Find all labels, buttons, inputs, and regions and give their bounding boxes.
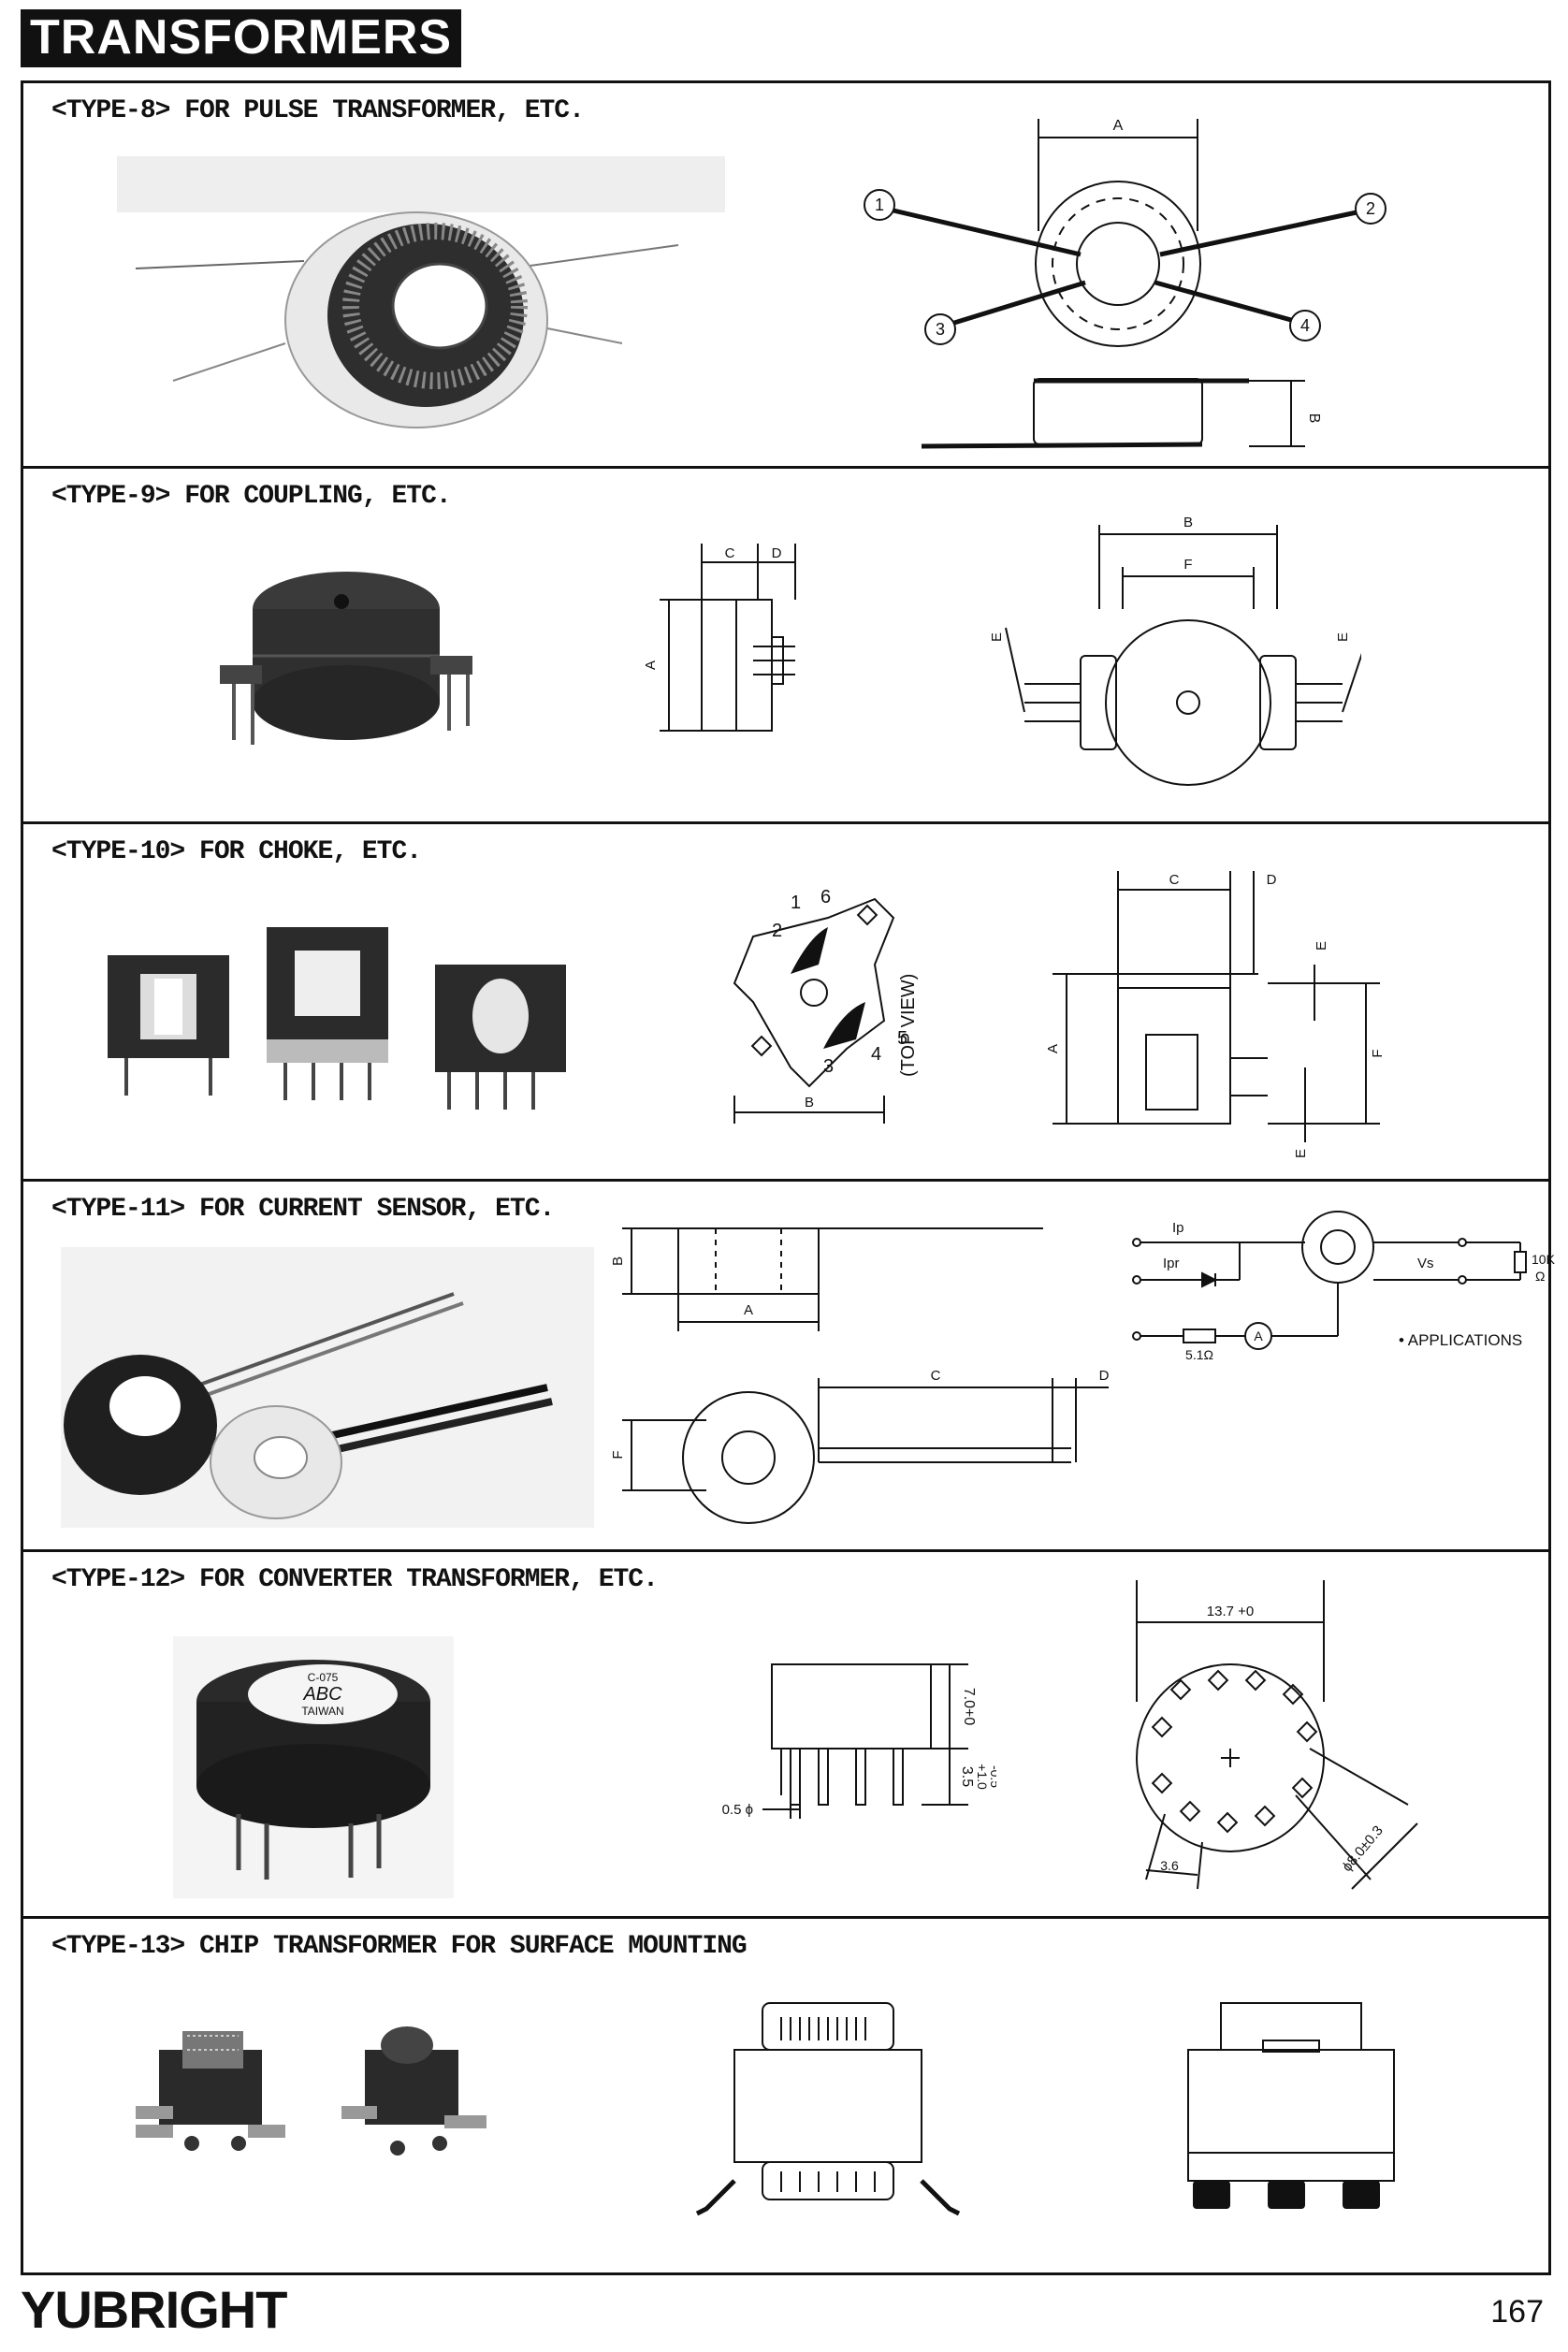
toroid-dimension-drawing: A B 1 2 3 4 — [837, 100, 1511, 465]
pin-2-label: 2 — [1366, 199, 1375, 218]
dim-c-label: C — [725, 545, 735, 561]
coupling-transformer-photo — [201, 544, 501, 768]
coupling-side-drawing: C D A — [613, 544, 828, 787]
circuit-vs-label: Vs — [1417, 1256, 1434, 1271]
page-title: TRANSFORMERS — [21, 9, 462, 67]
dim-c-label: C — [1169, 872, 1180, 888]
pitch-dim-label: 3.6 — [1160, 1858, 1179, 1873]
section-title: <TYPE-8> FOR PULSE TRANSFORMER, ETC. — [51, 96, 585, 125]
coupling-top-drawing: B F E E — [968, 506, 1361, 806]
dim-f-label: F — [1183, 557, 1192, 573]
dim-b-label: B — [805, 1095, 814, 1111]
section-title: <TYPE-9> FOR COUPLING, ETC. — [51, 482, 452, 511]
dim-b-label: B — [1183, 515, 1193, 530]
converter-transformer-photo: C-075 ABC TAIWAN — [173, 1636, 454, 1898]
pin-1-label: 1 — [875, 196, 884, 214]
section-type-11: <TYPE-11> FOR CURRENT SENSOR, ETC. — [23, 1182, 1556, 1552]
dim-a-label: A — [1113, 118, 1124, 134]
section-type-12: <TYPE-12> FOR CONVERTER TRANSFORMER, ETC… — [23, 1552, 1548, 1919]
section-title: <TYPE-10> FOR CHOKE, ETC. — [51, 837, 422, 866]
dim-f-label: F — [610, 1450, 626, 1459]
marking-line1: C-075 — [308, 1671, 339, 1684]
circuit-ohm-label: Ω — [1535, 1269, 1545, 1284]
pin-1-label: 1 — [791, 893, 801, 913]
dim-c-label: C — [931, 1368, 941, 1384]
circuit-load-label: 10K — [1532, 1252, 1556, 1267]
top-view-label: (TOP VIEW) — [898, 974, 919, 1077]
applications-label: • APPLICATIONS — [1399, 1331, 1522, 1349]
section-type-10: <TYPE-10> FOR CHOKE, ETC. — [23, 824, 1548, 1182]
brand-logo: YUBRIGHT — [21, 2280, 287, 2339]
choke-side-drawing: C D A E F E — [1034, 862, 1408, 1161]
ammeter-label: A — [1254, 1328, 1263, 1343]
current-sensor-application-circuit: Ip Ipr Vs 10K Ω 5.1Ω A • APPLICATIONS — [1109, 1210, 1558, 1378]
choke-top-view-drawing: 2 1 6 3 4 5 (TOP VIEW) B — [697, 862, 978, 1142]
width-dim-label: 13.7 +0 — [1207, 1604, 1254, 1619]
dim-b-label: B — [1306, 414, 1322, 424]
current-sensor-dimension-drawing: B A C D F — [603, 1210, 1165, 1546]
pin-5-label: 5 — [897, 1028, 907, 1049]
dim-e-bottom-label: E — [1293, 1149, 1309, 1158]
pin-tol-plus-label: +1.0 — [975, 1764, 990, 1790]
circuit-resistor-label: 5.1Ω — [1185, 1347, 1213, 1362]
pin-4-label: 4 — [871, 1044, 881, 1065]
catalog-frame: <TYPE-8> FOR PULSE TRANSFORMER, ETC. — [21, 80, 1556, 2278]
pin-3-label: 3 — [823, 1056, 834, 1077]
dim-d-label: D — [772, 545, 782, 561]
toroid-transformer-photo — [117, 156, 725, 456]
dim-a-label: A — [643, 661, 659, 670]
dim-e-top-label: E — [1314, 941, 1329, 951]
marking-line2: ABC — [302, 1684, 342, 1705]
dim-d-label: D — [1099, 1368, 1110, 1384]
converter-bottom-drawing: 13.7 +0 3.6 ϕ8.0±0.3 — [1109, 1571, 1464, 1908]
dim-e-right-label: E — [1335, 632, 1351, 642]
dim-e-left-label: E — [989, 632, 1005, 642]
circuit-ipr-label: Ipr — [1163, 1256, 1180, 1271]
section-type-13: <TYPE-13> CHIP TRANSFORMER FOR SURFACE M… — [23, 1919, 1548, 2278]
current-sensor-photo — [61, 1247, 594, 1528]
pin-3-label: 3 — [936, 320, 945, 339]
chip-transformer-photo — [117, 1994, 529, 2200]
chip-transformer-side-drawing — [678, 1994, 978, 2237]
pin-diameter-label: 0.5 ϕ — [722, 1802, 753, 1818]
dim-f-label: F — [1370, 1049, 1386, 1057]
circuit-ip-label: Ip — [1172, 1220, 1184, 1236]
section-title: <TYPE-13> CHIP TRANSFORMER FOR SURFACE M… — [51, 1932, 748, 1961]
converter-side-drawing: 7.0+0 3.5 +1.0 -0.5 0.5 ϕ — [697, 1655, 996, 1889]
height-dim-label: 7.0+0 — [961, 1688, 977, 1726]
pin-length-dim-label: 3.5 — [959, 1766, 975, 1787]
pcd-dim-label: ϕ8.0±0.3 — [1339, 1822, 1387, 1875]
pin-tol-minus-label: -0.5 — [988, 1765, 996, 1788]
section-title: <TYPE-11> FOR CURRENT SENSOR, ETC. — [51, 1195, 555, 1224]
dim-d-label: D — [1267, 872, 1277, 888]
dim-a-label: A — [744, 1302, 753, 1318]
dim-a-label: A — [1045, 1044, 1061, 1053]
marking-line3: TAIWAN — [301, 1705, 343, 1718]
section-type-9: <TYPE-9> FOR COUPLING, ETC. — [23, 469, 1548, 824]
chip-transformer-front-drawing — [1165, 1994, 1408, 2228]
section-title: <TYPE-12> FOR CONVERTER TRANSFORMER, ETC… — [51, 1565, 659, 1594]
pin-4-label: 4 — [1300, 316, 1310, 335]
pin-6-label: 6 — [820, 887, 831, 907]
section-type-8: <TYPE-8> FOR PULSE TRANSFORMER, ETC. — [23, 83, 1548, 469]
choke-coils-photo — [89, 899, 613, 1142]
dim-b-label: B — [610, 1256, 626, 1266]
pin-2-label: 2 — [772, 921, 782, 941]
page-number: 167 — [1490, 2294, 1544, 2330]
